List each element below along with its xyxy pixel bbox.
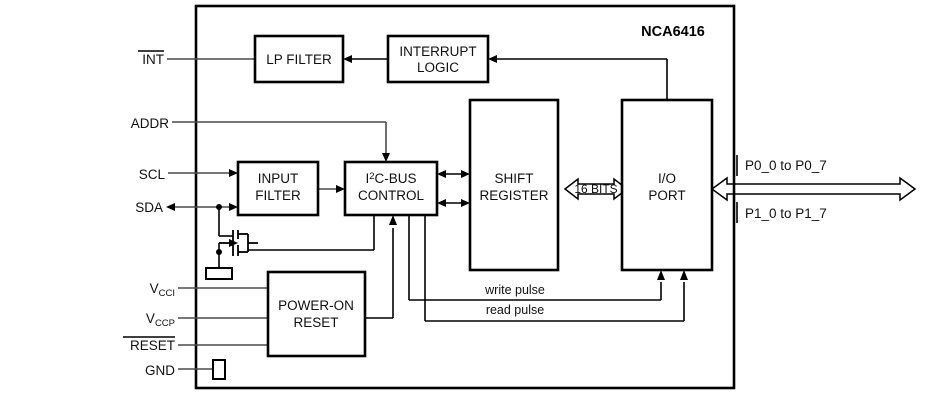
arrow-sda-into-filter xyxy=(229,203,238,211)
arrow-i2c-sr-top-right xyxy=(461,170,470,178)
arrow-por-to-i2c xyxy=(389,215,397,225)
pin-label-gnd: GND xyxy=(145,363,175,378)
block-lp-filter[interactable] xyxy=(253,34,345,84)
pin-label-vccp: VCCP xyxy=(146,311,175,329)
signal-label-read-pulse: read pulse xyxy=(486,303,544,317)
arrow-scl-into-filter xyxy=(229,169,238,177)
block-interrupt-logic[interactable] xyxy=(386,34,490,84)
pin-label-int: INT xyxy=(142,52,164,67)
block-power-on-reset[interactable] xyxy=(266,270,367,358)
bus-port0-label: P0_0 to P0_7 xyxy=(745,158,827,173)
arrow-into-interrupt-logic xyxy=(488,55,497,63)
block-power-on-reset-label-2: RESET xyxy=(293,315,338,330)
arrow-i2c-sr-top-left xyxy=(437,170,446,178)
block-power-on-reset-label-1: POWER-ON xyxy=(278,298,354,313)
pad-sda-ground xyxy=(205,267,233,280)
block-i2c-bus-control[interactable] xyxy=(343,160,439,217)
block-io-port[interactable] xyxy=(620,98,714,272)
block-lp-filter-label: LP FILTER xyxy=(266,52,332,67)
block-i2c-bus-control-label-1: I2C-BUS xyxy=(365,171,416,186)
block-interrupt-logic-label-2: LOGIC xyxy=(417,60,459,75)
arrow-write-pulse xyxy=(657,270,665,280)
pin-label-sda: SDA xyxy=(135,200,163,215)
block-interrupt-logic-label-1: INTERRUPT xyxy=(399,44,476,59)
fet-arrow xyxy=(229,239,238,247)
arrow-i2c-sr-bot-right xyxy=(461,199,470,207)
arrow-into-lp-filter xyxy=(343,55,352,63)
bus-16-bits-label: 16 BITS xyxy=(574,182,617,196)
arrow-addr-into-i2c xyxy=(382,153,390,162)
chip-outline xyxy=(194,4,736,390)
block-shift-register[interactable] xyxy=(468,98,560,272)
block-input-filter[interactable] xyxy=(236,160,320,217)
block-input-filter-label-2: FILTER xyxy=(255,188,301,203)
pad-gnd xyxy=(212,359,226,380)
pin-label-scl: SCL xyxy=(139,167,166,182)
block-input-filter-label-1: INPUT xyxy=(258,171,299,186)
arrow-filter-to-i2c xyxy=(336,185,345,193)
arrow-sda-out xyxy=(166,203,175,211)
arrow-i2c-sr-bot-left xyxy=(437,199,446,207)
pin-label-reset: RESET xyxy=(130,338,175,353)
pin-label-addr: ADDR xyxy=(131,116,170,131)
block-shift-register-label-2: REGISTER xyxy=(479,188,548,203)
bus-port-io xyxy=(710,176,917,202)
block-shift-register-label-1: SHIFT xyxy=(495,171,534,186)
block-io-port-label-2: PORT xyxy=(648,188,685,203)
chip-title: NCA6416 xyxy=(641,24,705,40)
block-i2c-bus-control-label-2: CONTROL xyxy=(358,188,424,203)
pin-label-vcci: VCCI xyxy=(150,281,175,299)
bus-port1-label: P1_0 to P1_7 xyxy=(745,206,827,221)
arrow-read-pulse xyxy=(680,270,688,280)
signal-label-write-pulse: write pulse xyxy=(484,283,545,297)
block-io-port-label-1: I/O xyxy=(658,171,676,186)
